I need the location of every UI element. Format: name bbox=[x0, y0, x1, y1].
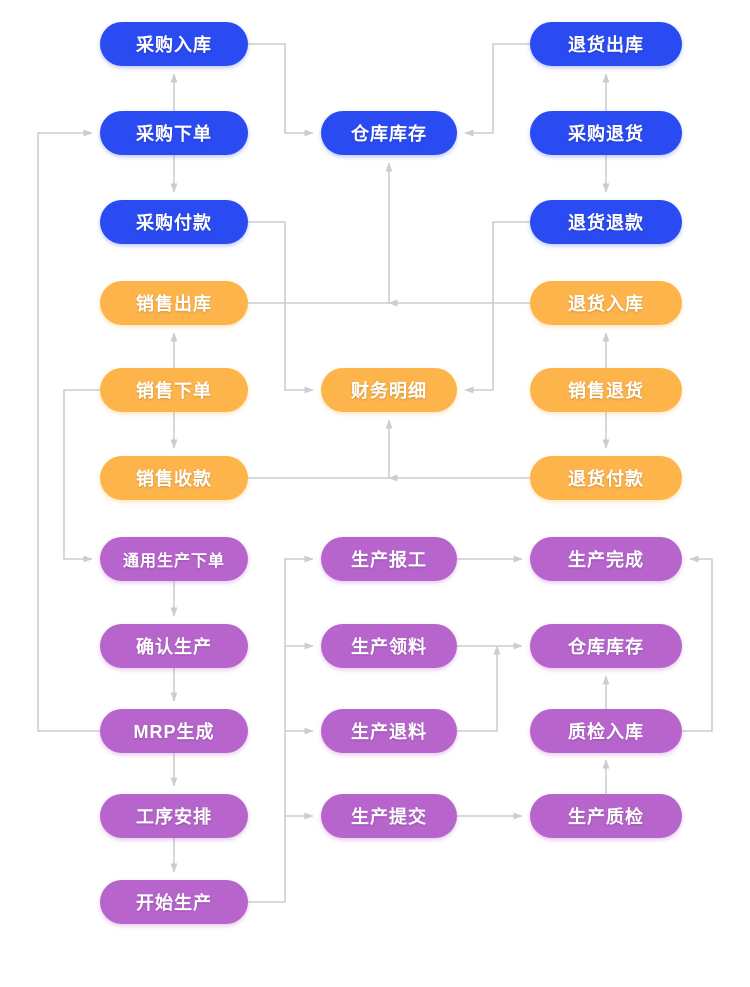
flow-node-n2[interactable]: 采购下单 bbox=[100, 111, 248, 155]
flow-node-n13[interactable]: 销售退货 bbox=[530, 368, 682, 412]
connector-28 bbox=[457, 645, 501, 732]
connector-17 bbox=[37, 129, 100, 732]
flow-node-n5[interactable]: 退货出库 bbox=[530, 22, 682, 66]
flow-node-n4[interactable]: 仓库库存 bbox=[321, 111, 457, 155]
connector-13 bbox=[464, 221, 530, 394]
flow-node-n17[interactable]: MRP生成 bbox=[100, 709, 248, 753]
flow-node-n14[interactable]: 退货付款 bbox=[530, 456, 682, 500]
flow-node-n7[interactable]: 退货退款 bbox=[530, 200, 682, 244]
flow-node-n18[interactable]: 工序安排 bbox=[100, 794, 248, 838]
flow-node-n26[interactable]: 质检入库 bbox=[530, 709, 682, 753]
flow-node-n27[interactable]: 生产质检 bbox=[530, 794, 682, 838]
flow-node-n23[interactable]: 生产提交 bbox=[321, 794, 457, 838]
flow-node-n16[interactable]: 确认生产 bbox=[100, 624, 248, 668]
connector-12 bbox=[248, 221, 314, 394]
flow-node-n20[interactable]: 生产报工 bbox=[321, 537, 457, 581]
flow-node-n9[interactable]: 销售下单 bbox=[100, 368, 248, 412]
connector-22 bbox=[248, 555, 314, 903]
connector-0 bbox=[248, 43, 314, 137]
flow-node-n19[interactable]: 开始生产 bbox=[100, 880, 248, 924]
connector-6 bbox=[248, 162, 393, 304]
flow-node-n8[interactable]: 销售出库 bbox=[100, 281, 248, 325]
flow-node-n22[interactable]: 生产退料 bbox=[321, 709, 457, 753]
flow-node-n6[interactable]: 采购退货 bbox=[530, 111, 682, 155]
flow-node-n1[interactable]: 采购入库 bbox=[100, 22, 248, 66]
connector-32 bbox=[682, 555, 713, 732]
flow-node-n3[interactable]: 采购付款 bbox=[100, 200, 248, 244]
flow-node-n11[interactable]: 财务明细 bbox=[321, 368, 457, 412]
flow-node-n24[interactable]: 生产完成 bbox=[530, 537, 682, 581]
flow-node-n25[interactable]: 仓库库存 bbox=[530, 624, 682, 668]
connector-16 bbox=[63, 389, 100, 563]
flow-node-n15[interactable]: 通用生产下单 bbox=[100, 537, 248, 581]
flow-node-n12[interactable]: 退货入库 bbox=[530, 281, 682, 325]
connector-3 bbox=[464, 43, 530, 137]
flow-node-n21[interactable]: 生产领料 bbox=[321, 624, 457, 668]
connector-14 bbox=[248, 419, 393, 479]
flow-node-n10[interactable]: 销售收款 bbox=[100, 456, 248, 500]
